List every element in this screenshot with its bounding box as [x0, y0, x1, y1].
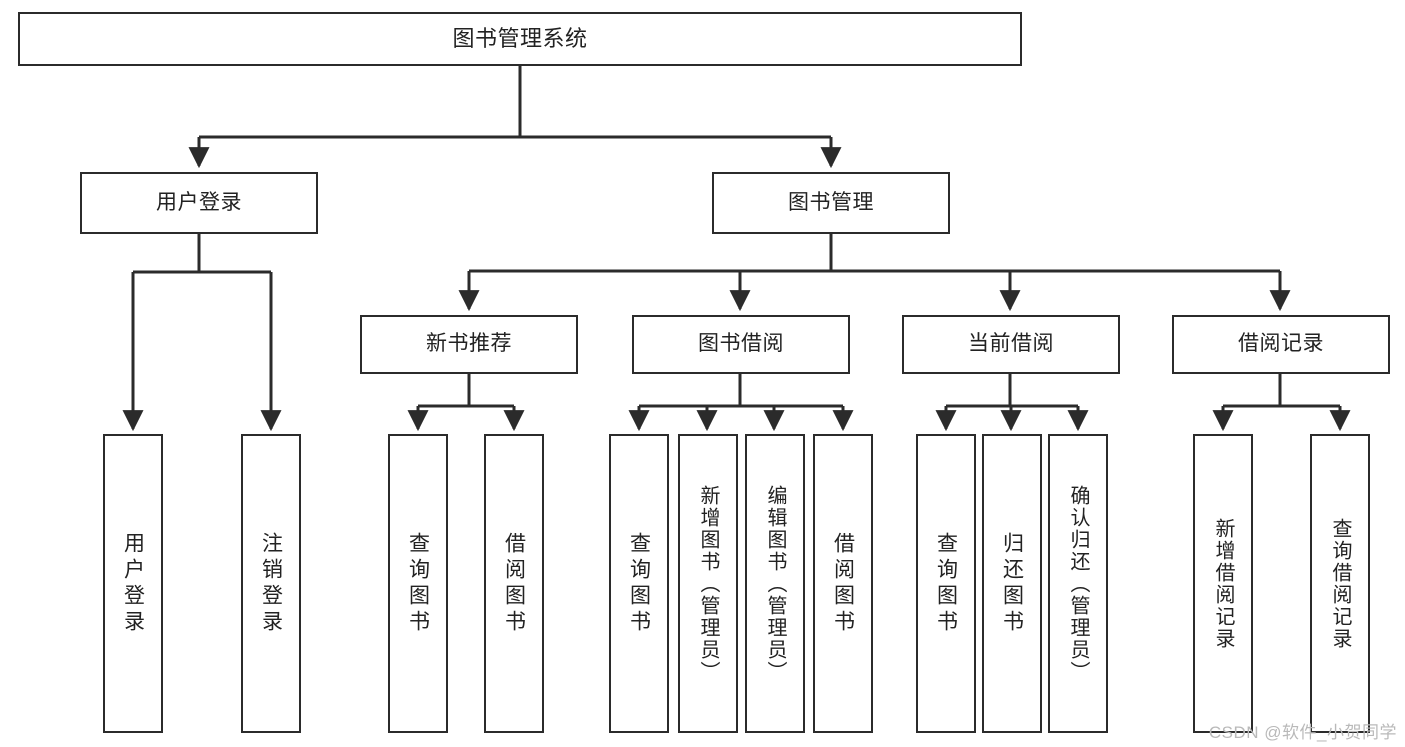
node-leaf-add-record[interactable]: 新增借阅记录 [1193, 434, 1253, 733]
node-label: 用户登录 [156, 190, 242, 214]
node-label: 当前借阅 [968, 332, 1054, 356]
node-label: 编辑图书（管理员） [764, 484, 786, 683]
node-leaf-borrow-book-1[interactable]: 借阅图书 [484, 434, 544, 733]
node-leaf-query-book-3[interactable]: 查询图书 [916, 434, 976, 733]
node-label: 用户登录 [121, 531, 145, 636]
node-book-management-system[interactable]: 图书管理系统 [18, 12, 1022, 66]
node-leaf-borrow-book-2[interactable]: 借阅图书 [813, 434, 873, 733]
csdn-watermark: CSDN @软件_小贺同学 [1208, 723, 1397, 742]
node-leaf-edit-book[interactable]: 编辑图书（管理员） [745, 434, 805, 733]
node-new-book-recommend[interactable]: 新书推荐 [360, 315, 578, 374]
node-label: 查询图书 [627, 531, 651, 636]
node-leaf-logout[interactable]: 注销登录 [241, 434, 301, 733]
node-label: 图书管理 [788, 190, 874, 214]
node-label: 借阅图书 [831, 531, 855, 636]
node-label: 新增图书（管理员） [697, 484, 719, 683]
node-label: 查询图书 [406, 531, 430, 636]
node-leaf-add-book[interactable]: 新增图书（管理员） [678, 434, 738, 733]
node-book-manage[interactable]: 图书管理 [712, 172, 950, 234]
node-leaf-user-login[interactable]: 用户登录 [103, 434, 163, 733]
node-leaf-query-record[interactable]: 查询借阅记录 [1310, 434, 1370, 733]
node-label: 确认归还（管理员） [1067, 484, 1089, 683]
node-leaf-return-book[interactable]: 归还图书 [982, 434, 1042, 733]
node-label: 图书管理系统 [452, 26, 588, 52]
node-label: 借阅图书 [502, 531, 526, 636]
node-label: 新书推荐 [426, 332, 512, 356]
node-current-borrow[interactable]: 当前借阅 [902, 315, 1120, 374]
node-label: 图书借阅 [698, 332, 784, 356]
node-leaf-confirm-return[interactable]: 确认归还（管理员） [1048, 434, 1108, 733]
node-label: 归还图书 [1000, 531, 1024, 636]
node-borrow-record[interactable]: 借阅记录 [1172, 315, 1390, 374]
node-label: 新增借阅记录 [1212, 517, 1234, 650]
node-book-borrow[interactable]: 图书借阅 [632, 315, 850, 374]
node-leaf-query-book-1[interactable]: 查询图书 [388, 434, 448, 733]
node-user-login[interactable]: 用户登录 [80, 172, 318, 234]
node-leaf-query-book-2[interactable]: 查询图书 [609, 434, 669, 733]
node-label: 借阅记录 [1238, 332, 1324, 356]
node-label: 查询借阅记录 [1329, 517, 1351, 650]
node-label: 注销登录 [259, 531, 283, 636]
node-label: 查询图书 [934, 531, 958, 636]
